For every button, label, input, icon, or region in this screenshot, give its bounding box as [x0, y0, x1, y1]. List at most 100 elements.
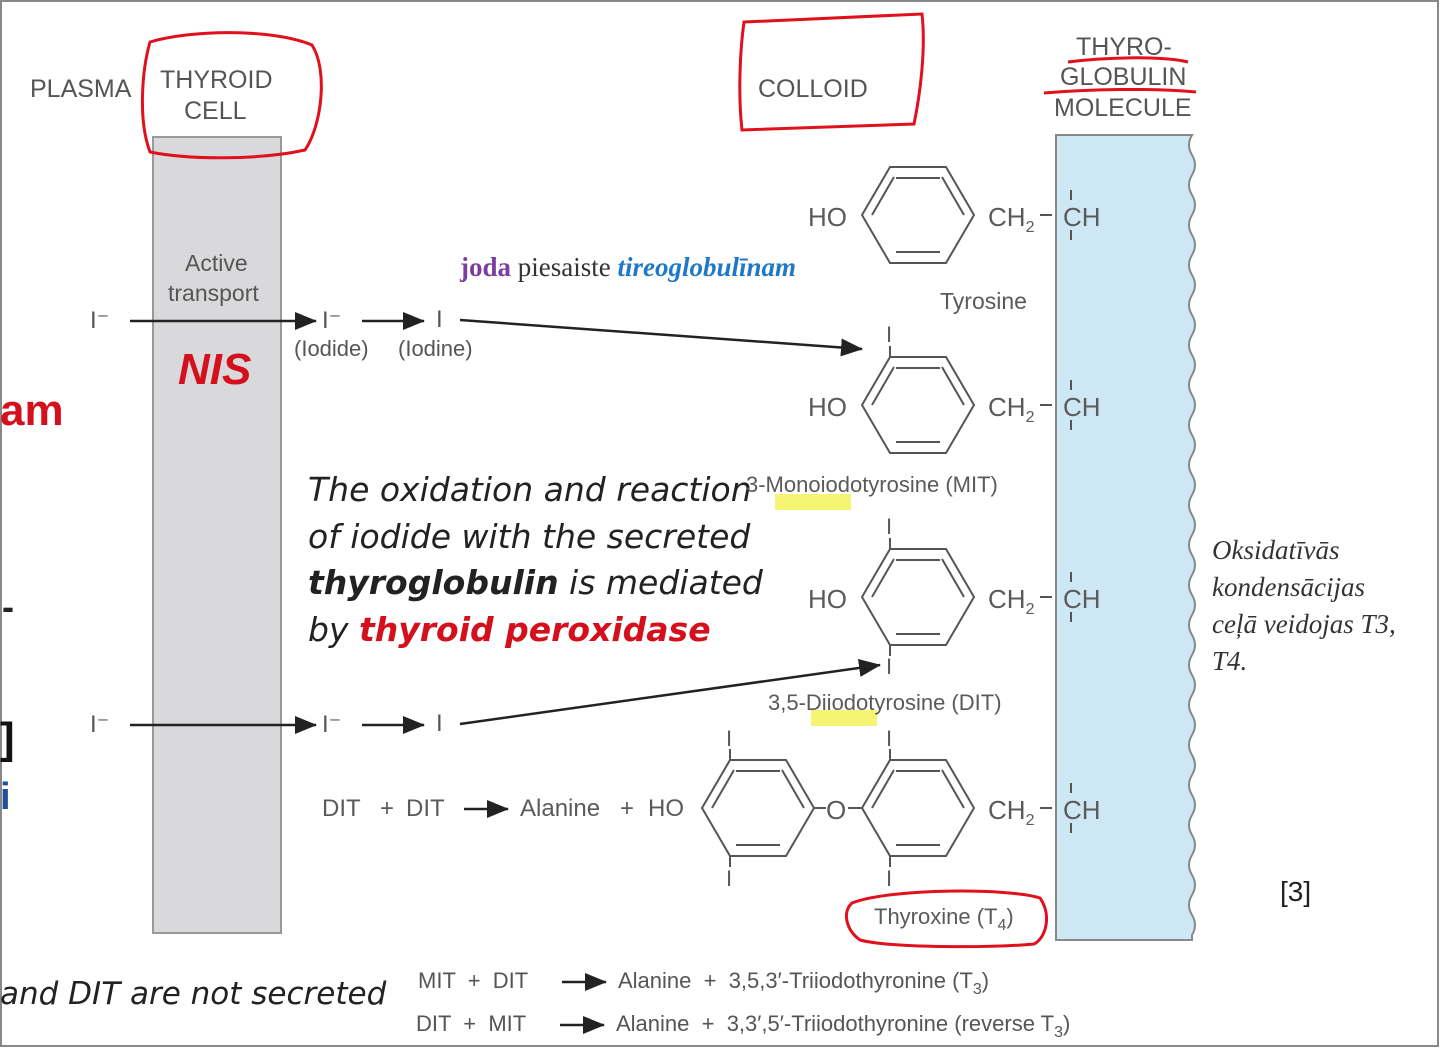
iodine-substituent-bonds	[729, 346, 891, 867]
reaction-dit-1: DIT	[322, 795, 361, 822]
thyroglobulin-header-line2: GLOBULIN	[1060, 63, 1187, 91]
oxidation-note: The oxidation and reaction of iodide wit…	[308, 467, 763, 653]
citation: [3]	[1280, 876, 1312, 907]
iodine-cell-2: I	[436, 710, 443, 737]
note-line4-pre: by	[308, 609, 359, 649]
oxidation-note-line4: by thyroid peroxidase	[308, 607, 763, 654]
mit-ring	[860, 356, 976, 454]
active-transport-line2: transport	[168, 280, 259, 306]
thyroglobulin-band	[1055, 134, 1196, 941]
thyroxine-end: )	[1006, 904, 1014, 929]
reaction-alanine: Alanine	[520, 795, 601, 822]
reaction-rt3-sub: 3	[1054, 1024, 1063, 1041]
mit-ch2: CH2	[988, 392, 1034, 427]
dit-iodine-top: I	[886, 514, 893, 539]
t4-iodine-inner-top: I	[886, 726, 893, 751]
reaction-rt3-right: Alanine + 3,3′,5′-Triiodothyronine (reve…	[616, 1011, 1070, 1042]
plasma-header: PLASMA	[30, 75, 132, 103]
thyroid-cell-circle	[140, 31, 323, 160]
t4-ch2: CH2	[988, 795, 1034, 830]
arrow-iodine-to-dit	[459, 659, 881, 726]
thyroid-cell-band	[152, 136, 282, 934]
latvian-word-piesaiste: piesaiste	[517, 252, 611, 282]
mit-ch2-text: CH	[988, 392, 1026, 422]
thyroid-cell-header-line2: CELL	[184, 97, 247, 125]
note-thyroid-peroxidase: thyroid peroxidase	[358, 609, 711, 649]
nis-label: NIS	[178, 345, 252, 394]
thyroxine-inner-ring	[860, 759, 976, 857]
thyroglobulin-header-line1: THYRO-	[1076, 33, 1172, 61]
reaction-dit-2: DIT	[406, 795, 445, 822]
thyroxine-circle	[844, 889, 1049, 949]
note-thyroglobulin: thyroglobulin	[308, 563, 559, 602]
iodide-cell-1: I⁻	[322, 307, 342, 334]
cropped-i: i	[0, 776, 11, 818]
reaction-t3-sub: 3	[972, 981, 982, 998]
thyroglobulin-header-line3: MOLECULE	[1054, 94, 1192, 122]
cropped-bracket: ]	[0, 714, 15, 763]
dit-ch2-sub: 2	[1025, 601, 1035, 618]
dit-label: 3,5-Diiodotyrosine (DIT)	[768, 690, 1002, 715]
reaction-t3-right: Alanine + 3,5,3′-Triiodothyronine (T3)	[618, 968, 989, 999]
colloid-box-circle	[738, 12, 925, 132]
tyrosine-label: Tyrosine	[940, 288, 1027, 314]
t4-ch2-text: CH	[988, 795, 1026, 825]
highlight-mono	[775, 494, 851, 510]
cropped-am: am	[0, 386, 64, 435]
reaction-plus-2: +	[620, 795, 635, 822]
thyroxine-label: Thyroxine (T4)	[874, 904, 1014, 935]
side-note-line2: kondensācijas	[1212, 572, 1365, 602]
iodine-cell-1: I	[436, 306, 443, 333]
reaction-t3-right-text: Alanine + 3,5,3′-Triiodothyronine (T	[618, 968, 973, 993]
iodide-plasma-1: I⁻	[90, 307, 110, 334]
latvian-iodine-binding: joda piesaiste tireoglobulīnam	[460, 252, 796, 283]
thyroxine-text: Thyroxine (T	[874, 904, 998, 929]
active-transport-line1: Active	[185, 250, 248, 276]
iodine-label: (Iodine)	[398, 336, 473, 361]
mit-ch: CH	[1063, 392, 1101, 422]
reaction-ho: HO	[648, 795, 684, 822]
tyrosine-ring	[860, 166, 976, 264]
iodide-label: (Iodide)	[294, 336, 369, 361]
dit-iodine-bottom: I	[886, 654, 893, 679]
oxidation-note-line1: The oxidation and reaction	[308, 470, 752, 509]
tyrosine-ch2-text: CH	[988, 202, 1026, 232]
side-note-line4: T4.	[1212, 646, 1248, 676]
reaction-rt3-left: DIT + MIT	[416, 1011, 527, 1036]
t4-iodine-outer-bottom: I	[726, 866, 733, 891]
arrow-iodine-to-mit	[459, 318, 863, 357]
t4-ch: CH	[1063, 795, 1101, 825]
dit-ch: CH	[1063, 584, 1101, 614]
thyroid-cell-header-line1: THYROID	[160, 66, 273, 94]
reaction-rt3-end: )	[1062, 1011, 1071, 1036]
reaction-t3-left: MIT + DIT	[418, 968, 529, 993]
iodide-cell-2: I⁻	[322, 711, 342, 738]
note-line3-rest: is mediated	[558, 563, 763, 602]
thyroxine-sub: 4	[997, 917, 1007, 934]
tyrosine-ch2: CH2	[988, 202, 1034, 237]
mit-iodine: I	[886, 322, 893, 347]
dit-ho: HO	[808, 584, 847, 614]
side-note-line3: ceļā veidojas T3,	[1212, 609, 1396, 639]
highlight-diio	[811, 710, 877, 726]
t4-ch2-sub: 2	[1025, 812, 1035, 829]
reaction-t3-end: )	[981, 968, 990, 993]
t4-iodine-outer-top: I	[726, 726, 733, 751]
tyrosine-ch2-sub: 2	[1025, 219, 1035, 236]
thyroglobulin-underline-1	[1067, 56, 1189, 64]
latvian-word-tireoglobulinam: tireoglobulīnam	[617, 252, 797, 282]
tyrosine-ho: HO	[808, 202, 847, 232]
cropped-bottom-text: and DIT are not secreted	[0, 976, 387, 1012]
side-chain-bonds	[1040, 190, 1072, 833]
mit-ho: HO	[808, 392, 847, 422]
side-note-line1: Oksidatīvās	[1212, 535, 1340, 565]
dit-ch2-text: CH	[988, 584, 1026, 614]
thyroglobulin-underline-2	[1043, 87, 1197, 95]
mit-ch2-sub: 2	[1025, 409, 1035, 426]
dit-ring	[860, 548, 976, 646]
t4-iodine-inner-bottom: I	[886, 866, 893, 891]
tyrosine-ch: CH	[1063, 202, 1101, 232]
oxidation-note-line2: of iodide with the secreted	[308, 516, 751, 556]
t4-oxygen: O	[826, 795, 847, 825]
